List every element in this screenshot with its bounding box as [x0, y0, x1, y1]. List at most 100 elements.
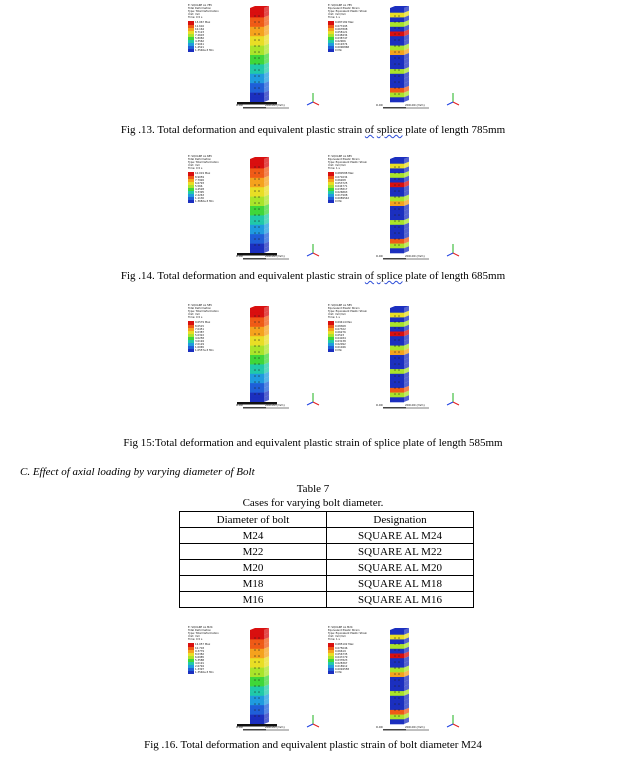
bolt-hole [394, 655, 396, 657]
contour-band-side [404, 71, 409, 79]
contour-band-side [404, 189, 409, 197]
scale-bar-segment [243, 407, 266, 409]
bolt-hole [254, 649, 256, 651]
legend-value: 0.047279 [335, 655, 348, 659]
legend-swatch [188, 184, 194, 188]
contour-band-side [404, 675, 409, 682]
contour-band [250, 326, 264, 332]
contour-band [390, 397, 404, 403]
contour-band [250, 322, 264, 328]
bolt-hole [254, 226, 256, 228]
bolt-hole [258, 45, 260, 47]
contour-band [390, 667, 404, 673]
bolt-hole [258, 214, 260, 216]
bolt-hole [254, 45, 256, 47]
bolt-hole [394, 15, 396, 17]
bolt-hole [254, 202, 256, 204]
contour-band-side [404, 684, 409, 692]
contour-band-side [404, 381, 409, 388]
bolt-hole [398, 321, 400, 323]
contour-band-side [264, 703, 269, 710]
bolt-hole [394, 238, 396, 240]
legend-value: 0 Min [335, 671, 343, 675]
contour-band [390, 40, 404, 46]
contour-band [390, 719, 404, 725]
bolt-hole [394, 649, 396, 651]
legend-value: 2.2263 [195, 194, 205, 198]
contour-band-side [264, 161, 269, 169]
contour-band-side [404, 236, 409, 244]
contour-band-side [264, 57, 269, 65]
contour-band-side [404, 390, 409, 398]
legend-header-line: Time: 0.5 s [188, 167, 203, 171]
bolt-hole [254, 190, 256, 192]
contour-band [390, 336, 404, 342]
bolt-hole [258, 93, 260, 95]
contour-band-side [264, 395, 269, 402]
contour-band [250, 243, 264, 249]
contour-band [250, 709, 264, 715]
bolt-hole [398, 333, 400, 335]
legend-header-line: Type: Equivalent Plastic Strain [328, 310, 368, 314]
scale-label: 0.00 [236, 103, 243, 107]
bolt-hole [258, 393, 260, 395]
legend-swatch [328, 27, 334, 31]
contour-band-side [404, 348, 409, 355]
legend-value: 0 Min [335, 200, 343, 204]
column-top [390, 628, 409, 630]
bolt-hole [398, 691, 400, 693]
legend-value: 3.3395 [195, 191, 205, 195]
legend-value: 0.02092 [335, 343, 346, 347]
bolt-hole [398, 244, 400, 246]
contour-band-side [404, 241, 409, 249]
contour-band [250, 392, 264, 398]
legend-value: 0.075646 [335, 646, 348, 650]
bolt-hole [394, 375, 396, 377]
contour-band-side [404, 306, 409, 313]
contour-band-side [404, 338, 409, 346]
bolt-hole [254, 57, 256, 59]
table-cell: M18 [179, 575, 327, 592]
contour-band [390, 206, 404, 211]
bolt-hole [254, 345, 256, 347]
contour-band [250, 350, 264, 356]
bolt-hole [394, 208, 396, 210]
contour-band-side [264, 90, 269, 98]
legend-header-line: Unit: mm [188, 164, 201, 168]
contour-band [390, 653, 404, 659]
contour-band [250, 658, 264, 664]
contour-band-side [264, 95, 269, 102]
contour-band-side [404, 717, 409, 724]
contour-band-side [404, 171, 409, 178]
contour-band [390, 322, 404, 328]
contour-band-side [264, 10, 269, 18]
contour-band [390, 644, 404, 650]
bolt-hole [254, 655, 256, 657]
bolt-hole [258, 673, 260, 675]
bolt-hole [398, 697, 400, 699]
contour-band [390, 210, 404, 216]
contour-band-side [404, 315, 409, 323]
contour-band-side [404, 38, 409, 46]
contour-band-side [264, 651, 269, 659]
legend-swatch [328, 327, 334, 331]
legend-value: 1.0557e-5 Min [195, 349, 214, 353]
legend-swatch [188, 643, 194, 647]
legend-swatch [328, 662, 334, 666]
legend-value: 2.6794 [195, 665, 205, 669]
legend-header-line: Time: 0.5 s [188, 316, 203, 320]
bolt-hole [398, 15, 400, 17]
legend-swatch [188, 27, 194, 31]
contour-band [390, 312, 404, 318]
contour-band [250, 26, 264, 32]
legend-header-line: Time: 1 s [328, 167, 340, 171]
legend-swatch [328, 197, 334, 201]
contour-band [250, 345, 264, 351]
bolt-hole [254, 81, 256, 83]
contour-band-side [264, 232, 269, 239]
contour-band [390, 331, 404, 337]
